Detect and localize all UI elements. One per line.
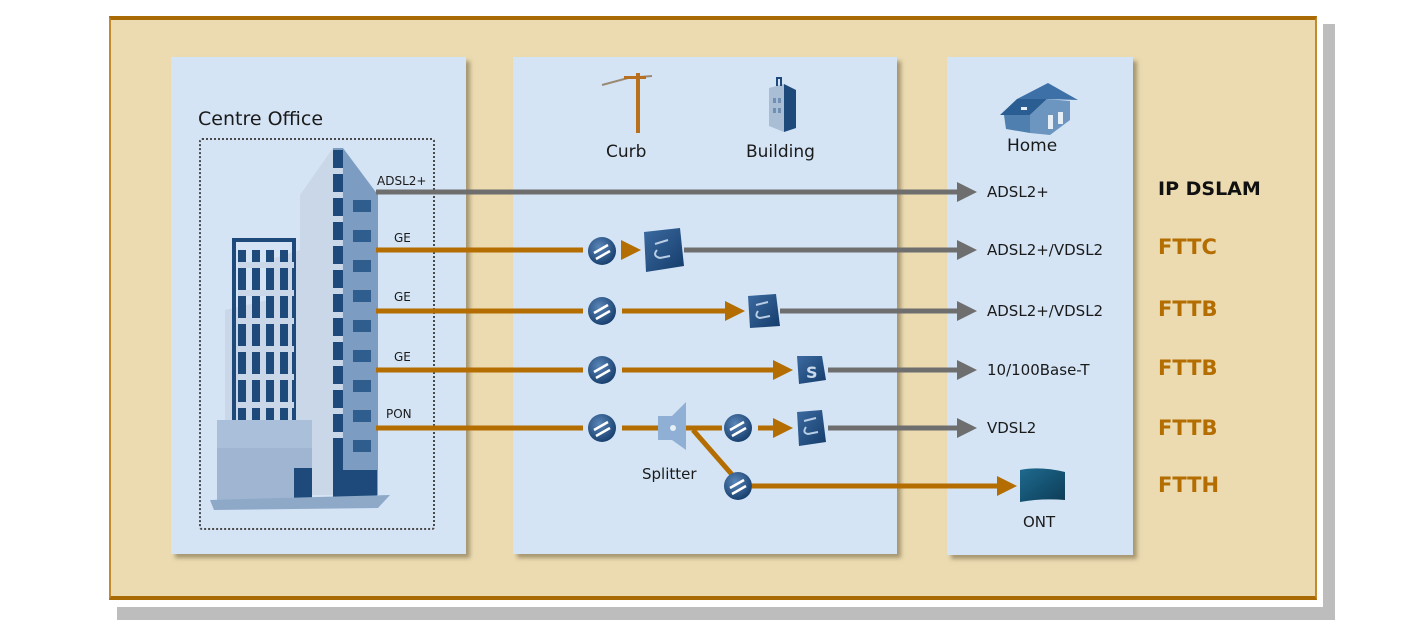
uplink-label-pon: PON bbox=[386, 407, 412, 421]
home-label: Home bbox=[1007, 136, 1058, 156]
transceiver-icon bbox=[724, 414, 752, 442]
frame-shadow-right bbox=[1323, 24, 1335, 620]
technology-label-fttb: FTTB bbox=[1158, 356, 1218, 380]
transceiver-icon bbox=[588, 414, 616, 442]
curb-building-panel bbox=[513, 57, 897, 554]
technology-label-ftth: FTTH bbox=[1158, 473, 1220, 497]
building-icon bbox=[769, 77, 796, 132]
centre-office-boundary bbox=[199, 138, 435, 530]
uplink-label-ge-3: GE bbox=[394, 350, 411, 364]
home-icon bbox=[1000, 83, 1078, 135]
link-lines bbox=[376, 182, 1017, 496]
frame-shadow-bottom bbox=[117, 607, 1335, 620]
uplink-label-ge-1: GE bbox=[394, 231, 411, 245]
destination-label: ADSL2+ bbox=[987, 183, 1049, 201]
technology-label-fttb: FTTB bbox=[1158, 416, 1218, 440]
technology-label-ip-dslam: IP DSLAM bbox=[1158, 178, 1261, 200]
curb-pole-icon bbox=[601, 73, 653, 133]
building-label: Building bbox=[746, 142, 815, 162]
technology-label-fttb: FTTB bbox=[1158, 297, 1218, 321]
centre-office-title: Centre Office bbox=[198, 108, 324, 130]
destination-label: ADSL2+/VDSL2 bbox=[987, 241, 1104, 259]
destination-label: ADSL2+/VDSL2 bbox=[987, 302, 1104, 320]
destination-label: 10/100Base-T bbox=[987, 361, 1090, 379]
ont-icon bbox=[1020, 468, 1065, 502]
technology-label-fttc: FTTC bbox=[1158, 235, 1217, 259]
transceiver-icon bbox=[588, 237, 616, 265]
splitter-icon bbox=[658, 402, 686, 450]
transceiver-icons bbox=[588, 237, 752, 500]
destination-label: VDSL2 bbox=[987, 419, 1037, 437]
curb-label: Curb bbox=[606, 142, 647, 162]
transceiver-icon bbox=[724, 472, 752, 500]
uplink-label-adsl: ADSL2+ bbox=[377, 174, 427, 188]
svg-text:S: S bbox=[806, 363, 818, 382]
uplink-label-ge-2: GE bbox=[394, 290, 411, 304]
splitter-label: Splitter bbox=[642, 465, 697, 483]
curb-dslam-icon bbox=[644, 228, 684, 272]
building-dslam-icon bbox=[748, 294, 780, 328]
transceiver-icon bbox=[588, 297, 616, 325]
centre-office-building-icon bbox=[210, 148, 390, 510]
building-switch-icon: S bbox=[797, 356, 826, 384]
mdu-dslam-icon bbox=[797, 410, 826, 446]
transceiver-icon bbox=[588, 356, 616, 384]
ont-label: ONT bbox=[1023, 513, 1056, 531]
